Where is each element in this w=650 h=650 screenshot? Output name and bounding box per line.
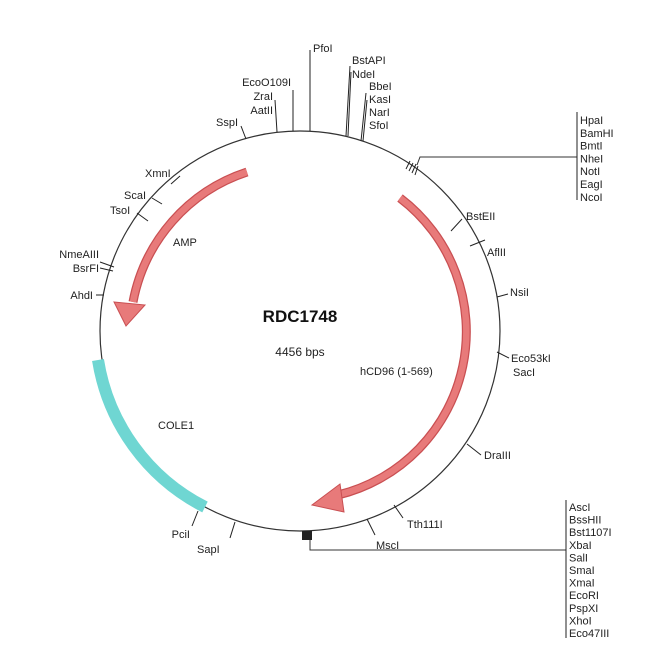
site-bst1107i[interactable]: Bst1107I: [569, 527, 612, 539]
site-sspi[interactable]: SspI: [216, 117, 238, 129]
site-nari[interactable]: NarI: [369, 107, 390, 119]
site-nmeaiii[interactable]: NmeAIII: [59, 249, 99, 261]
site-tth111i[interactable]: Tth111I: [407, 519, 443, 531]
site-xmni[interactable]: XmnI: [145, 168, 171, 180]
site-xhoi[interactable]: XhoI: [569, 615, 592, 627]
site-aflii[interactable]: AflII: [487, 247, 506, 259]
site-bsshii[interactable]: BssHII: [569, 515, 601, 527]
site-draiii[interactable]: DraIII: [484, 450, 511, 462]
site-hpai[interactable]: HpaI: [580, 115, 603, 127]
hcd96-label: hCD96 (1-569): [360, 366, 433, 378]
site-ecoo109i[interactable]: EcoO109I: [242, 77, 291, 89]
site-xbai[interactable]: XbaI: [569, 540, 592, 552]
site-msci[interactable]: MscI: [376, 540, 399, 552]
site-bmti[interactable]: BmtI: [580, 141, 603, 153]
site-bbei[interactable]: BbeI: [369, 81, 392, 93]
plasmid-size: 4456 bps: [275, 345, 324, 359]
site-sfoi[interactable]: SfoI: [369, 120, 389, 132]
mcs-top-ticks: [405, 112, 578, 200]
site-aatii[interactable]: AatII: [250, 105, 273, 117]
site-bstapi[interactable]: BstAPI: [352, 55, 386, 67]
site-tsoi[interactable]: TsoI: [110, 205, 130, 217]
site-ahdi[interactable]: AhdI: [70, 290, 93, 302]
cole1-feature[interactable]: [92, 359, 208, 513]
site-ndei[interactable]: NdeI: [352, 69, 375, 81]
site-pfoi[interactable]: PfoI: [313, 43, 333, 55]
site-eagi[interactable]: EagI: [580, 179, 603, 191]
mcs-bottom-list: AscIBssHIIBst1107IXbaISalISmaIXmaIEcoRIP…: [569, 502, 612, 640]
site-pspxi[interactable]: PspXI: [569, 603, 598, 615]
amp-label: AMP: [173, 237, 197, 249]
site-smai[interactable]: SmaI: [569, 565, 595, 577]
site-pcii[interactable]: PciI: [172, 529, 190, 541]
site-ncoi[interactable]: NcoI: [580, 192, 603, 204]
site-nhei[interactable]: NheI: [580, 153, 603, 165]
cole1-label: COLE1: [158, 420, 194, 432]
site-zrai[interactable]: ZraI: [253, 91, 273, 103]
amp-feature[interactable]: [113, 167, 249, 327]
plasmid-name: RDC1748: [263, 307, 338, 326]
site-eco47iii[interactable]: Eco47III: [569, 628, 609, 640]
site-nsii[interactable]: NsiI: [510, 287, 529, 299]
site-bamhi[interactable]: BamHI: [580, 128, 614, 140]
site-sapi[interactable]: SapI: [197, 544, 220, 556]
mcs-bottom-ticks: [302, 500, 567, 638]
site-bsteii[interactable]: BstEII: [466, 211, 495, 223]
plasmid-backbone: [99, 130, 501, 532]
site-xmai[interactable]: XmaI: [569, 578, 595, 590]
site-scai[interactable]: ScaI: [124, 190, 146, 202]
site-saci[interactable]: SacI: [513, 367, 535, 379]
hcd96-feature[interactable]: [310, 194, 471, 513]
site-eco53ki[interactable]: Eco53kI: [511, 353, 551, 365]
site-asci[interactable]: AscI: [569, 502, 590, 514]
site-kasi[interactable]: KasI: [369, 94, 391, 106]
site-noti[interactable]: NotI: [580, 166, 600, 178]
site-ecori[interactable]: EcoRI: [569, 590, 599, 602]
site-bsrfi[interactable]: BsrFI: [73, 263, 99, 275]
site-sali[interactable]: SalI: [569, 552, 588, 564]
